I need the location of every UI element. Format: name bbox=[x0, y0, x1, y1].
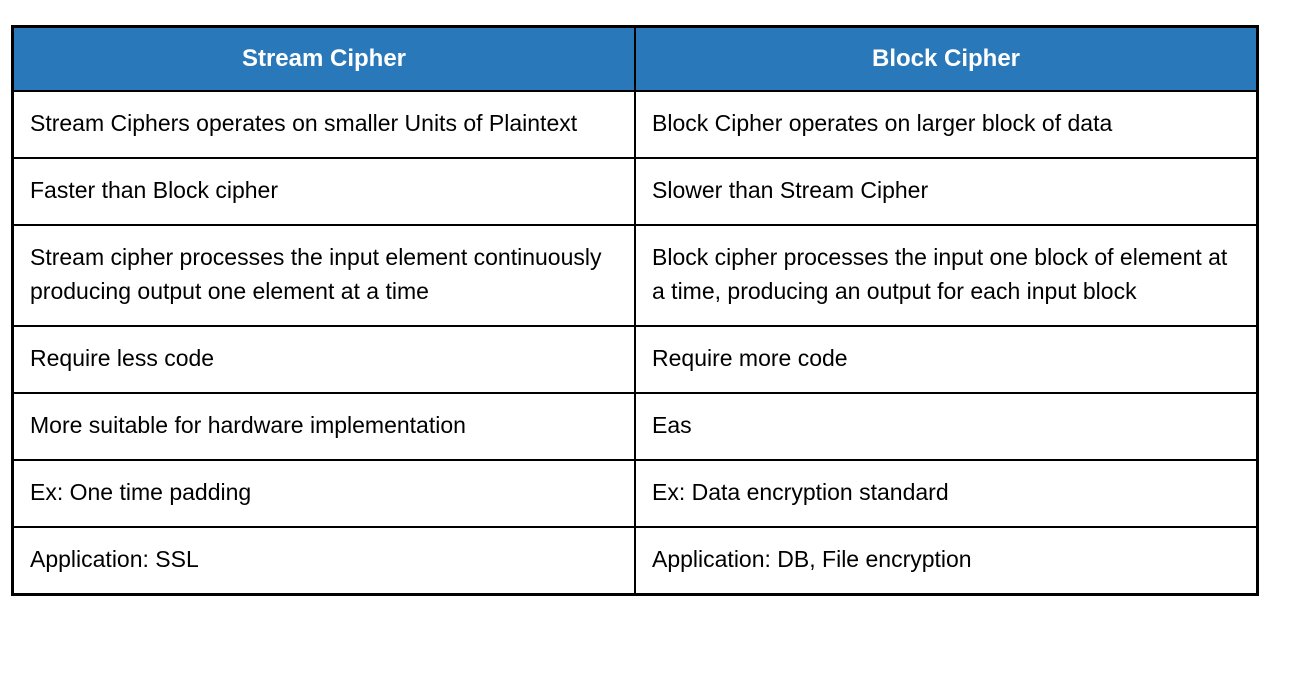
table-cell: Stream cipher processes the input elemen… bbox=[11, 224, 636, 327]
table-cell: Block Cipher operates on larger block of… bbox=[634, 90, 1259, 159]
table-cell: Eas bbox=[634, 392, 1259, 461]
table-cell: Ex: One time padding bbox=[11, 459, 636, 528]
table-cell: Block cipher processes the input one blo… bbox=[634, 224, 1259, 327]
column-header-stream-cipher: Stream Cipher bbox=[11, 25, 636, 92]
table-header-row: Stream Cipher Block Cipher bbox=[11, 25, 1259, 92]
cipher-comparison-table: Stream Cipher Block Cipher Stream Cipher… bbox=[11, 25, 1259, 596]
table-cell: Faster than Block cipher bbox=[11, 157, 636, 226]
table-row: Application: SSL Application: DB, File e… bbox=[11, 526, 1259, 596]
table-cell: Application: SSL bbox=[11, 526, 636, 596]
table-cell: Require less code bbox=[11, 325, 636, 394]
table-cell: Slower than Stream Cipher bbox=[634, 157, 1259, 226]
table-row: Stream Cipher Block Cipher bbox=[11, 25, 1259, 92]
table-row: Faster than Block cipher Slower than Str… bbox=[11, 157, 1259, 226]
column-header-block-cipher: Block Cipher bbox=[634, 25, 1259, 92]
table-cell: Require more code bbox=[634, 325, 1259, 394]
table-row: Require less code Require more code bbox=[11, 325, 1259, 394]
table-row: Ex: One time padding Ex: Data encryption… bbox=[11, 459, 1259, 528]
table-row: Stream cipher processes the input elemen… bbox=[11, 224, 1259, 327]
table-cell: Application: DB, File encryption bbox=[634, 526, 1259, 596]
table-body: Stream Ciphers operates on smaller Units… bbox=[11, 90, 1259, 596]
table-row: Stream Ciphers operates on smaller Units… bbox=[11, 90, 1259, 159]
table-row: More suitable for hardware implementatio… bbox=[11, 392, 1259, 461]
table-cell: Ex: Data encryption standard bbox=[634, 459, 1259, 528]
table-cell: More suitable for hardware implementatio… bbox=[11, 392, 636, 461]
table-cell: Stream Ciphers operates on smaller Units… bbox=[11, 90, 636, 159]
